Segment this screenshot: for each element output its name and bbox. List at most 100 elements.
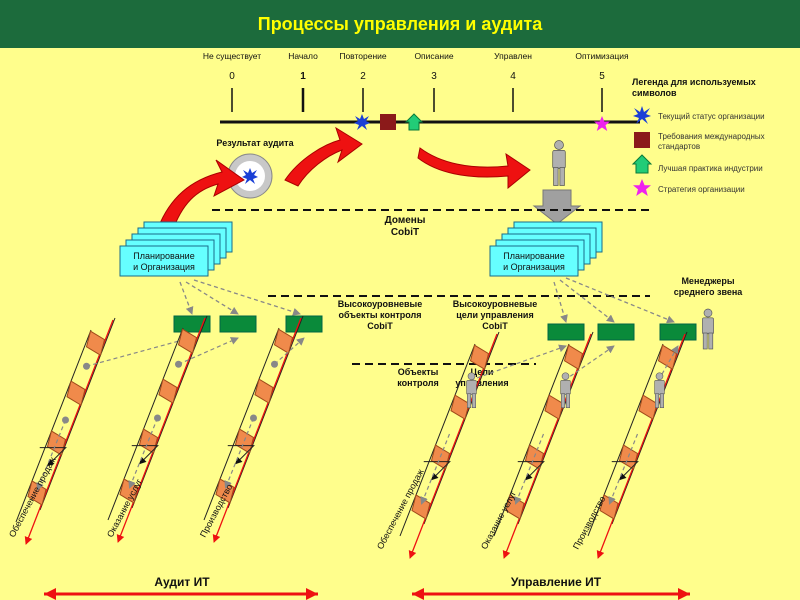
process-step [450, 394, 470, 420]
process-step [411, 494, 431, 520]
process-step [638, 394, 658, 420]
process-band-line [227, 315, 304, 509]
control-goals-label-2: управления [455, 378, 508, 388]
scale-level-name: Не существует [203, 51, 261, 61]
scale-level-number: 2 [360, 71, 366, 82]
scale-level-number: 1 [300, 71, 306, 82]
standards-marker [380, 114, 396, 130]
process-node [83, 362, 90, 370]
control-goal-box [547, 323, 585, 341]
process-step [85, 330, 106, 356]
process-flow-arrow [212, 317, 302, 543]
scale-level-number: 3 [431, 71, 437, 82]
strategy-marker [594, 116, 610, 131]
process-band-line [107, 327, 184, 521]
control-objects-label-2: контроля [397, 378, 438, 388]
process-connector [227, 445, 255, 465]
process-link [470, 344, 567, 381]
process-band-line [611, 331, 688, 525]
planning-stack-left: Планирование и Организация [119, 221, 233, 277]
process-label-services-right: Оказание услуг [479, 489, 518, 551]
legend: Легенда для используемых символов Текущи… [631, 77, 765, 196]
process-band-line [517, 331, 594, 525]
process-label-production-left: Производство [198, 482, 234, 539]
managers-label-1: Менеджеры [681, 276, 734, 286]
curved-arrow-to-manager-icon [417, 147, 531, 190]
process-band-line [493, 343, 570, 537]
planning-stack-right: Планирование и Организация [489, 221, 603, 277]
audit-span-left-arrow [44, 588, 56, 600]
house-icon [631, 154, 653, 174]
control-goal-box [659, 323, 697, 341]
managers-label-2: среднего звена [674, 287, 744, 297]
scale-level-number: 5 [599, 71, 605, 82]
audit-span-right-arrow [306, 588, 318, 600]
audit-label-bg [140, 574, 224, 590]
maturity-scale: 0 Не существует 1 Начало 2 Повторение 3 Описани… [203, 51, 640, 131]
management-span-left-arrow [412, 588, 424, 600]
square-icon [634, 132, 650, 148]
curved-arrow-to-scale-icon [284, 126, 363, 187]
process-band-line [131, 315, 208, 509]
scale-level-number: 0 [229, 71, 235, 82]
process-flow-arrow [408, 333, 498, 559]
audit-it-label: Аудит ИТ [154, 575, 210, 589]
scale-level-number: 4 [510, 71, 516, 82]
domains-label-2: CobiT [391, 227, 419, 238]
control-object-box [219, 315, 257, 333]
planning-left-line-1: Планирование [133, 251, 194, 261]
process-connector [611, 461, 639, 481]
process-link [608, 433, 639, 505]
planning-left-line-2: и Организация [133, 262, 195, 272]
process-band-line [423, 331, 500, 525]
process-label-production-right: Производство [571, 494, 607, 551]
control-object-box [285, 315, 323, 333]
high-control-label-3: CobiT [367, 321, 393, 331]
process-step [254, 378, 274, 404]
curved-arrow-to-audit-icon [157, 159, 245, 233]
high-goals-label-2: цели управления [456, 310, 533, 320]
management-span-right-arrow [678, 588, 690, 600]
process-flow-arrow [596, 333, 686, 559]
process-node [271, 360, 278, 368]
process-link [128, 417, 159, 489]
process-band-line [15, 329, 92, 523]
control-goal-box [597, 323, 635, 341]
down-arrow-icon [532, 189, 582, 225]
scale-level-name: Описание [414, 51, 453, 61]
high-goals-label-3: CobiT [482, 321, 508, 331]
process-bands [15, 315, 688, 559]
process-link [564, 345, 615, 381]
page-title: Процессы управления и аудита [257, 14, 543, 34]
scale-level-name: Повторение [339, 51, 387, 61]
process-link [514, 433, 545, 505]
process-step [158, 378, 178, 404]
legend-title-2: символов [632, 88, 677, 98]
process-band-line [203, 327, 280, 521]
top-manager-icon [552, 140, 566, 186]
process-flow-arrow [24, 319, 114, 545]
control-objects-label-1: Объекты [398, 367, 439, 377]
high-goals-label-1: Высокоуровневые [453, 299, 538, 309]
current-status-marker [354, 114, 370, 130]
process-link [86, 335, 191, 367]
process-step [66, 380, 86, 406]
star-icon [633, 179, 651, 196]
header-bar: Процессы управления и аудита [0, 0, 800, 48]
middle-manager-icon [702, 308, 714, 350]
process-link [36, 419, 67, 491]
scale-level-name: Начало [288, 51, 318, 61]
process-connector [517, 461, 545, 481]
process-node [250, 414, 257, 422]
process-band-line [399, 343, 476, 537]
scale-level-name: Оптимизация [575, 51, 629, 61]
process-connector [39, 447, 67, 467]
legend-item-standards-1: Требования международных [658, 132, 765, 141]
planning-right-line-2: и Организация [503, 262, 565, 272]
process-step [563, 344, 584, 370]
process-node [154, 414, 161, 422]
legend-title-1: Легенда для используемых [632, 77, 756, 87]
legend-item-strategy: Стратегия организации [658, 185, 745, 194]
process-step [544, 394, 564, 420]
process-link [420, 433, 451, 505]
